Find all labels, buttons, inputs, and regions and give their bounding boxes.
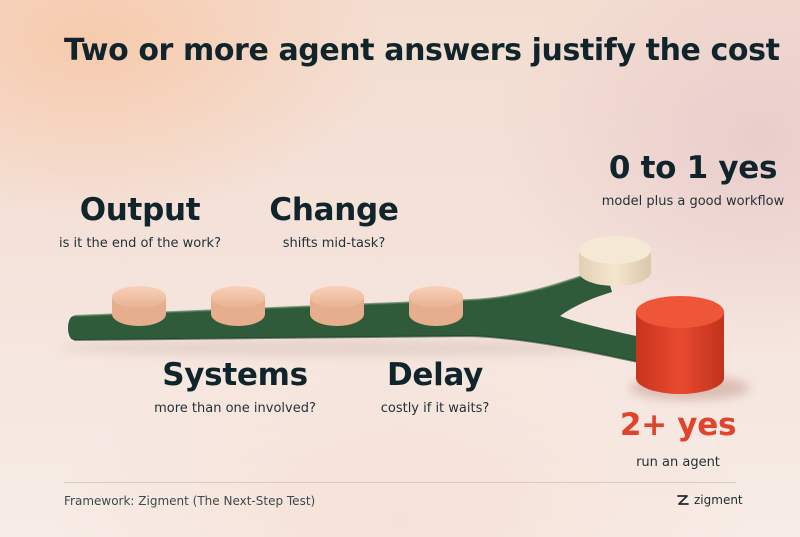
- question-systems-subtext: more than one involved?: [154, 401, 316, 416]
- brand-logo: zigment: [676, 493, 743, 507]
- few-yes-token: [579, 236, 651, 286]
- outcome-many-yes-heading: 2+ yes: [619, 407, 737, 443]
- many-yes-token: [636, 296, 724, 394]
- question-change-heading: Change: [269, 192, 399, 228]
- outcome-few-yes-heading: 0 to 1 yes: [608, 150, 778, 186]
- outcome-few-yes: 0 to 1 yes model plus a good workflow: [588, 150, 798, 209]
- question-delay-heading: Delay: [386, 357, 484, 393]
- footer-divider: [64, 482, 736, 483]
- outcome-few-yes-subtext: model plus a good workflow: [601, 194, 785, 209]
- question-output-heading: Output: [79, 192, 201, 228]
- question-delay: Delay costly if it waits?: [345, 357, 525, 416]
- question-token-change: [211, 286, 265, 326]
- page-title: Two or more agent answers justify the co…: [64, 33, 780, 68]
- question-systems-heading: Systems: [162, 357, 308, 393]
- question-output-subtext: is it the end of the work?: [59, 236, 221, 251]
- question-delay-subtext: costly if it waits?: [380, 401, 490, 416]
- track-shadow: [60, 340, 620, 356]
- question-token-delay: [409, 286, 463, 326]
- zigment-logo-icon: [677, 495, 689, 505]
- framework-credit: Framework: Zigment (The Next-Step Test): [64, 494, 316, 508]
- outcome-many-yes-subtext: run an agent: [636, 455, 720, 470]
- outcome-many-yes: 2+ yes run an agent: [598, 407, 758, 470]
- question-systems: Systems more than one involved?: [135, 357, 335, 416]
- question-change-subtext: shifts mid-task?: [282, 236, 386, 251]
- question-output: Output is it the end of the work?: [50, 192, 230, 251]
- question-token-systems: [310, 286, 364, 326]
- brand-name: zigment: [694, 493, 743, 507]
- question-change: Change shifts mid-task?: [244, 192, 424, 251]
- question-token-output: [112, 286, 166, 326]
